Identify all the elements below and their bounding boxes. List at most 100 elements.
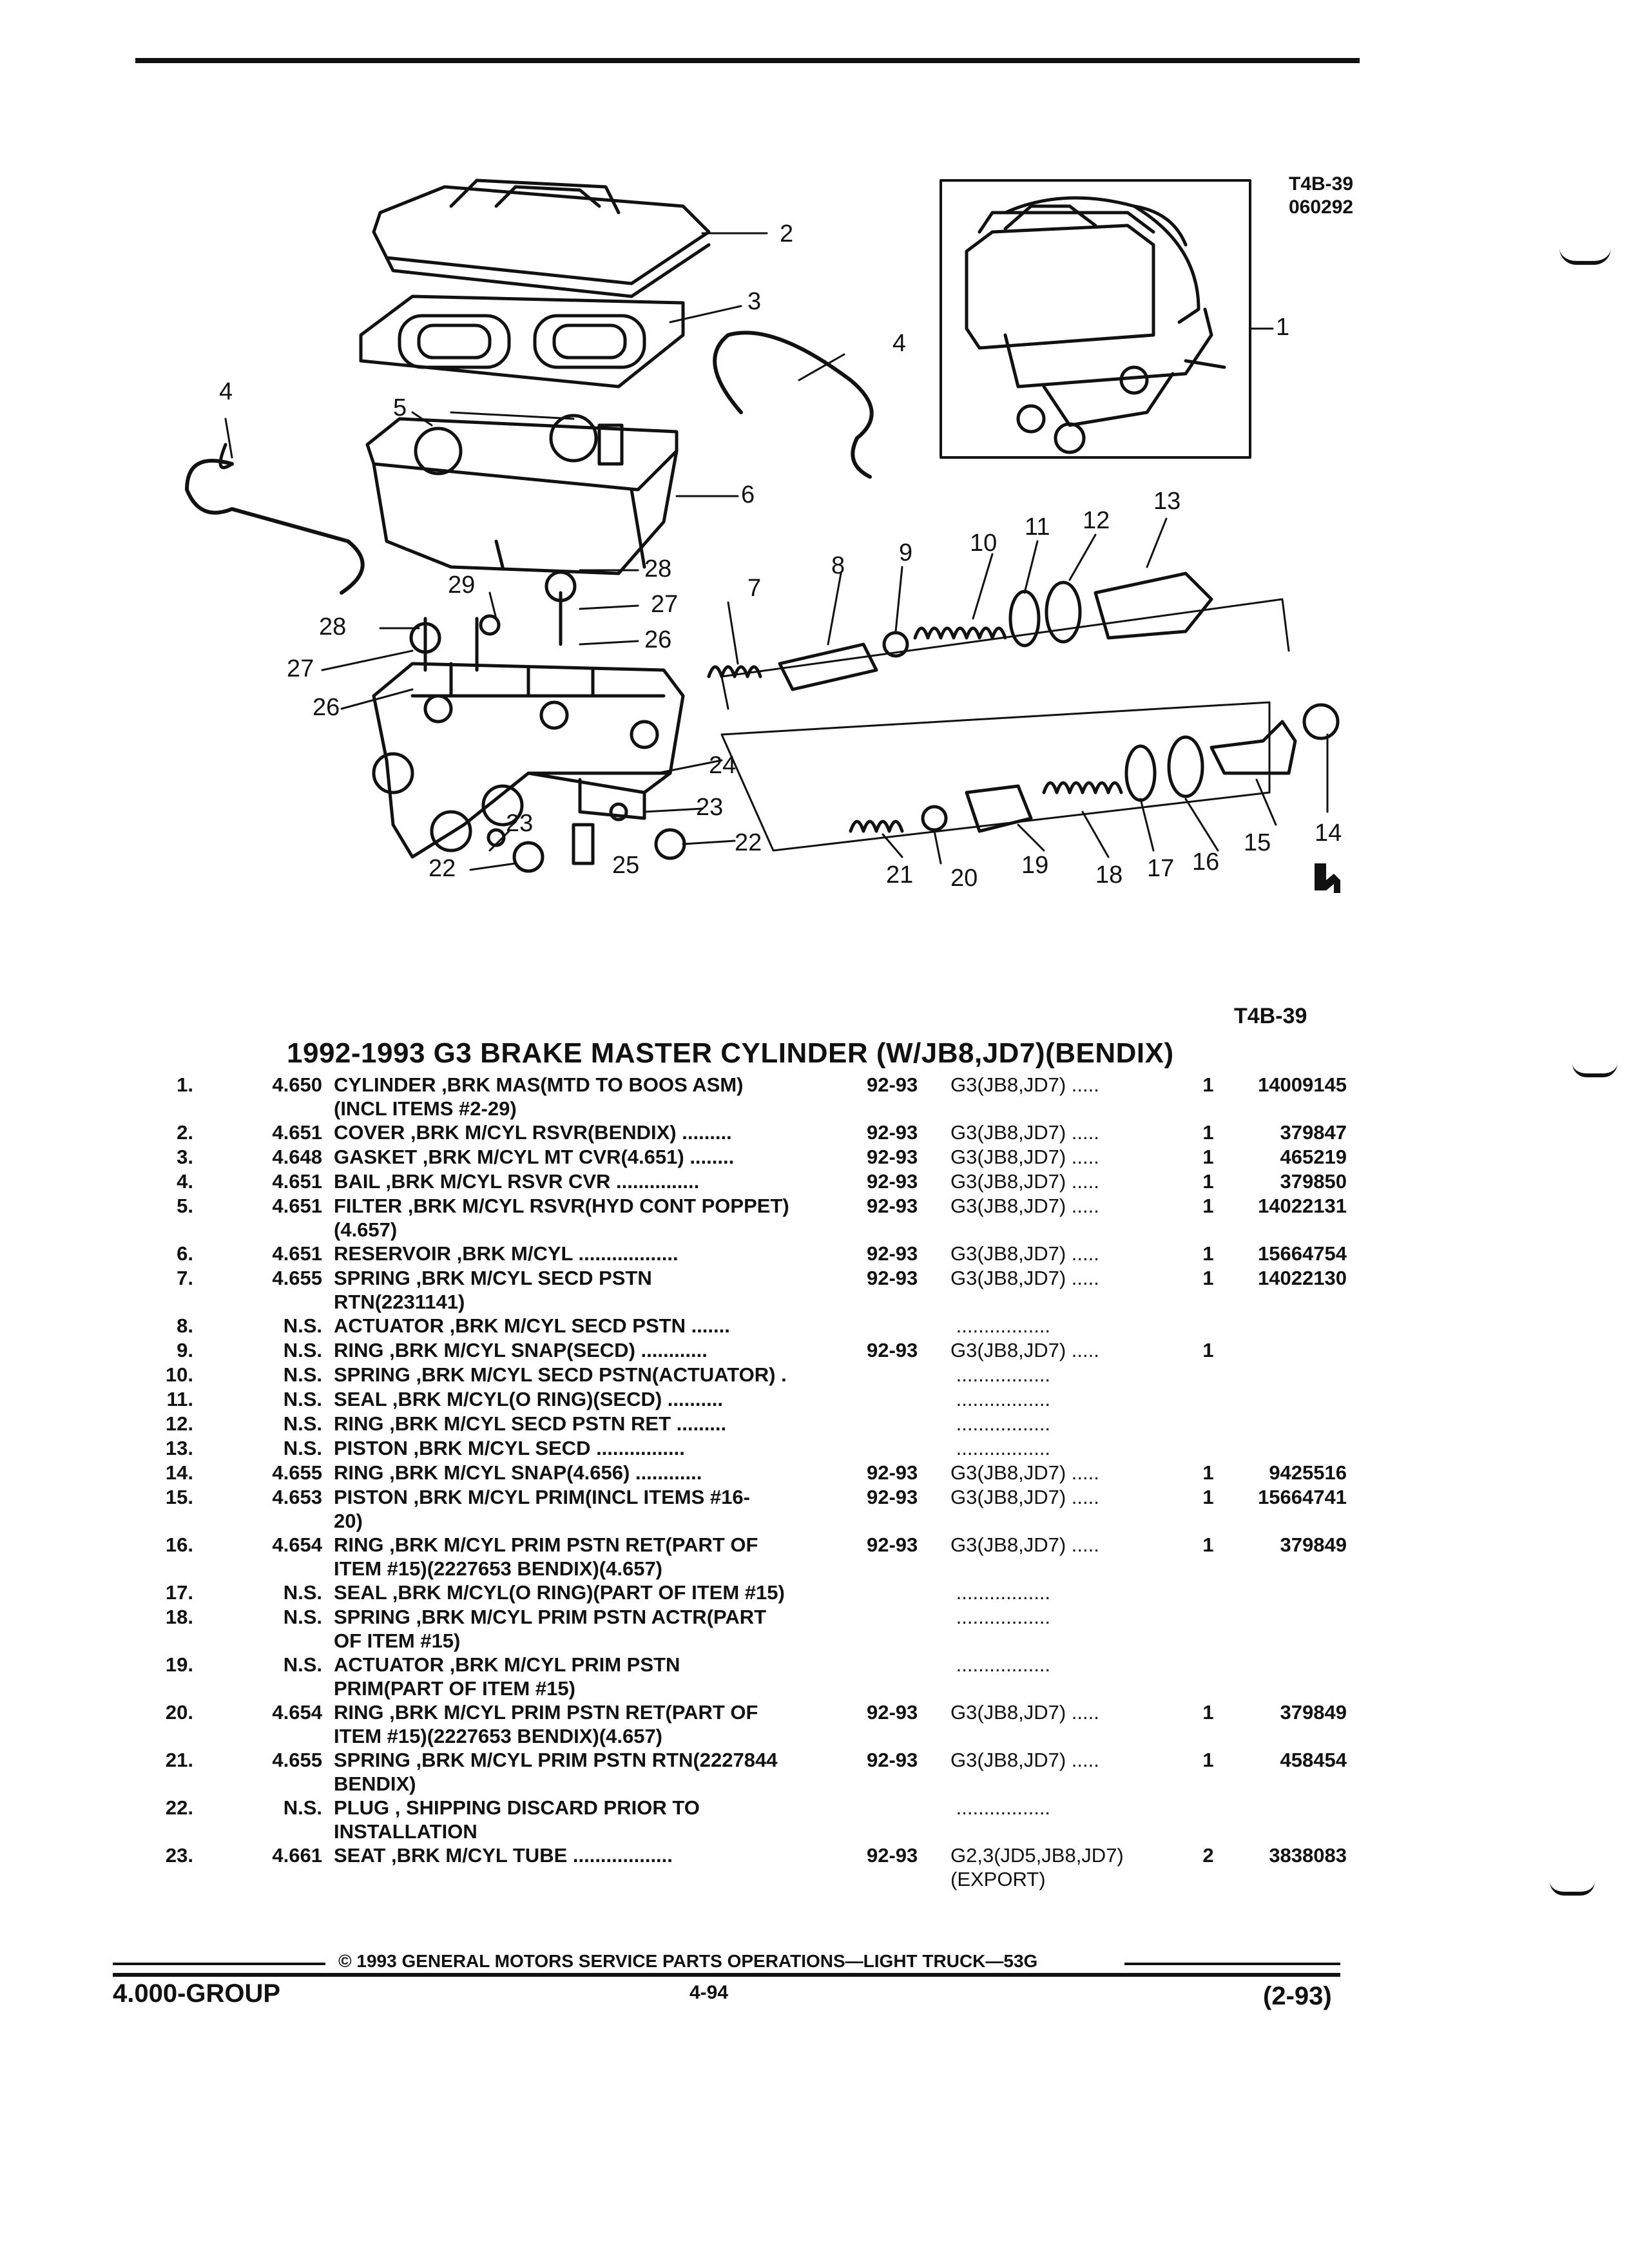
- leader-dots: .................: [956, 1606, 1051, 1628]
- description-line: SEAL ,BRK M/CYL(O RING)(PART OF ITEM #15…: [334, 1581, 785, 1604]
- part-number: 14009145: [1258, 1073, 1347, 1096]
- footer-rule-right: [1124, 1963, 1340, 1965]
- callout-10: 10: [970, 530, 997, 557]
- part-description: COVER ,BRK M/CYL RSVR(BENDIX) .........: [334, 1120, 849, 1144]
- callout-28-right: 28: [644, 555, 671, 582]
- figure-id: T4B-39: [1234, 1004, 1307, 1028]
- description-line: CYLINDER ,BRK MAS(MTD TO BOOS ASM): [334, 1073, 744, 1096]
- parts-row: 9.N.S.RING ,BRK M/CYL SNAP(SECD) .......…: [0, 1338, 1629, 1362]
- item-number: 13.: [165, 1437, 193, 1459]
- leader-dots: .....: [1071, 1749, 1099, 1771]
- item-number: 18.: [165, 1606, 193, 1628]
- figure-date: 060292: [1289, 197, 1354, 218]
- leader-dots: .....: [1071, 1267, 1099, 1289]
- part-number: 379850: [1280, 1170, 1347, 1193]
- quantity: 1: [1202, 1533, 1214, 1556]
- description-line: SPRING ,BRK M/CYL SECD PSTN: [334, 1267, 652, 1289]
- group-number: 4.651: [272, 1121, 322, 1144]
- item-number: 5.: [177, 1195, 193, 1217]
- parts-row: 8.N.S.ACTUATOR ,BRK M/CYL SECD PSTN ....…: [0, 1314, 1629, 1338]
- callout-24: 24: [709, 752, 736, 779]
- callout-4-right: 4: [892, 330, 906, 357]
- callout-1: 1: [1276, 314, 1289, 341]
- group-number: 4.648: [272, 1146, 322, 1168]
- model-usage: G2,3(JD5,JB8,JD7) (EXPORT): [950, 1843, 1170, 1891]
- item-number: 15.: [165, 1486, 193, 1508]
- model-code: G3(JB8,JD7): [950, 1195, 1066, 1217]
- figure-code-block: T4B-39 060292: [1289, 173, 1353, 219]
- description-line: PLUG , SHIPPING DISCARD PRIOR TO: [334, 1796, 700, 1819]
- item-number: 2.: [177, 1121, 193, 1144]
- model-years: 92-93: [867, 1267, 918, 1289]
- quantity: 1: [1202, 1170, 1214, 1193]
- group-number: 4.651: [272, 1195, 322, 1217]
- quantity: 2: [1202, 1844, 1214, 1867]
- part-number: 465219: [1280, 1146, 1347, 1168]
- part-description: GASKET ,BRK M/CYL MT CVR(4.651) ........: [334, 1145, 849, 1169]
- model-code: G3(JB8,JD7): [950, 1267, 1066, 1289]
- group-number: N.S.: [283, 1412, 322, 1435]
- model-usage: G3(JB8,JD7) .....: [950, 1485, 1170, 1509]
- part-number: 15664754: [1258, 1242, 1347, 1265]
- leader-dots: .....: [1071, 1170, 1099, 1193]
- description-line: RESERVOIR ,BRK M/CYL ..................: [334, 1242, 679, 1265]
- quantity: 1: [1202, 1749, 1214, 1771]
- part-description: ACTUATOR ,BRK M/CYL SECD PSTN .......: [334, 1314, 849, 1338]
- model-usage: G3(JB8,JD7) .....: [950, 1748, 1170, 1772]
- model-years: 92-93: [867, 1486, 918, 1508]
- model-usage: .................: [950, 1363, 1170, 1387]
- item-number: 22.: [165, 1796, 193, 1819]
- model-usage: .................: [950, 1581, 1170, 1604]
- part-description: BAIL ,BRK M/CYL RSVR CVR ...............: [334, 1169, 849, 1193]
- footer-copyright: © 1993 GENERAL MOTORS SERVICE PARTS OPER…: [338, 1951, 1038, 1971]
- figure-code: T4B-39: [1289, 173, 1354, 195]
- inset-master-cylinder: [965, 196, 1226, 454]
- description-line: ACTUATOR ,BRK M/CYL PRIM PSTN: [334, 1653, 680, 1676]
- model-usage: G3(JB8,JD7) .....: [950, 1338, 1170, 1362]
- parts-row: 2. 4.651 COVER ,BRK M/CYL RSVR(BENDIX) ...…: [0, 1120, 1629, 1144]
- part-number: 14022131: [1258, 1195, 1347, 1217]
- part-bail-left: [185, 459, 365, 595]
- description-line-2: RTN(2231141): [334, 1291, 465, 1313]
- footer-page-number: 4-94: [689, 1982, 729, 2003]
- callout-15: 15: [1244, 829, 1271, 856]
- item-number: 16.: [165, 1533, 193, 1556]
- description-line: PISTON ,BRK M/CYL PRIM(INCL ITEMS #16-: [334, 1486, 750, 1508]
- group-number: N.S.: [283, 1796, 322, 1819]
- quantity: 1: [1202, 1461, 1214, 1484]
- parts-row: 11.N.S.SEAL ,BRK M/CYL(O RING)(SECD) ...…: [0, 1387, 1629, 1411]
- footer-group: 4.000-GROUP: [113, 1979, 281, 2008]
- gm-logo-icon: [1315, 863, 1340, 893]
- callout-23-left: 23: [506, 810, 533, 837]
- part-secondary-piston-group: [707, 572, 1290, 710]
- callout-17: 17: [1147, 855, 1174, 882]
- part-description: PISTON ,BRK M/CYL PRIM(INCL ITEMS #16-20…: [334, 1485, 849, 1533]
- description-line: RING ,BRK M/CYL SNAP(4.656) ............: [334, 1461, 702, 1484]
- item-number: 9.: [177, 1339, 193, 1361]
- description-line: SEAL ,BRK M/CYL(O RING)(SECD) ..........: [334, 1388, 723, 1410]
- model-code: G2,3(JD5,JB8,JD7): [950, 1844, 1124, 1867]
- model-usage: G3(JB8,JD7) .....: [950, 1242, 1170, 1265]
- leader-dots: .....: [1071, 1339, 1099, 1361]
- part-description: RING ,BRK M/CYL SNAP(4.656) ............: [334, 1461, 849, 1485]
- part-number: 14022130: [1258, 1267, 1347, 1289]
- description-line-2: INSTALLATION: [334, 1820, 477, 1843]
- description-line: SPRING ,BRK M/CYL SECD PSTN(ACTUATOR) .: [334, 1363, 787, 1386]
- quantity: 1: [1202, 1073, 1214, 1096]
- part-number: 15664741: [1258, 1486, 1347, 1508]
- description-line-2: OF ITEM #15): [334, 1629, 461, 1652]
- leader-dots: .....: [1071, 1701, 1099, 1724]
- group-number: N.S.: [283, 1606, 322, 1628]
- description-line: RING ,BRK M/CYL SNAP(SECD) ............: [334, 1339, 708, 1361]
- item-number: 8.: [177, 1314, 193, 1337]
